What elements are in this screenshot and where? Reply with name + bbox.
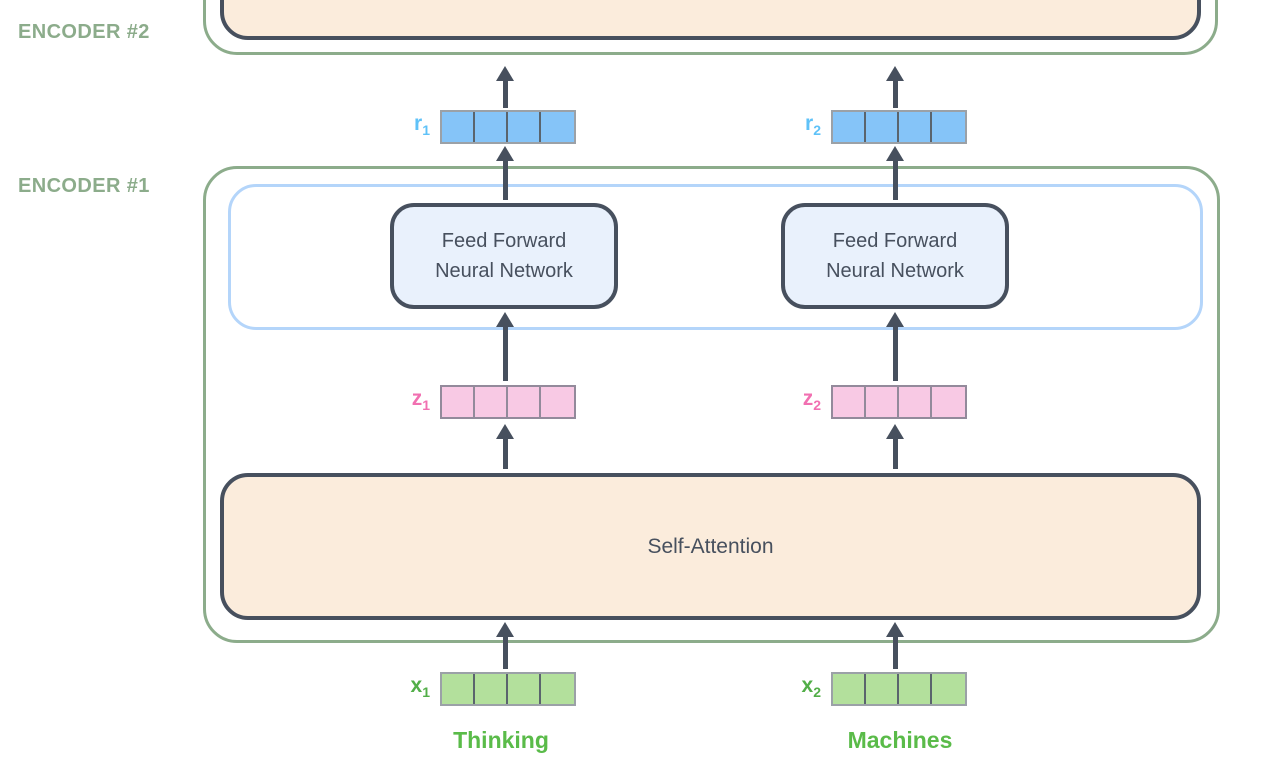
input-token-thinking: Thinking xyxy=(453,727,549,753)
ffnn-text-line2: Neural Network xyxy=(435,260,573,282)
vector-cell xyxy=(866,674,899,704)
encoder2-self-attention-box xyxy=(220,0,1201,40)
vector-cell xyxy=(866,112,899,142)
input-token-machines: Machines xyxy=(847,727,953,753)
vector-z1 xyxy=(440,385,576,419)
vector-cell xyxy=(899,674,932,704)
vector-label-z1: z1 xyxy=(370,387,430,413)
vector-cell xyxy=(475,112,508,142)
arrowhead-icon xyxy=(886,146,904,161)
vector-cell xyxy=(541,674,574,704)
vector-cell xyxy=(442,674,475,704)
vector-label-subscript: 1 xyxy=(422,122,430,139)
vector-cell xyxy=(866,387,899,417)
arrow-stem xyxy=(502,634,508,669)
encoder2-box xyxy=(203,0,1218,55)
arrow-stem xyxy=(892,436,898,469)
vector-cell xyxy=(541,387,574,417)
vector-cell xyxy=(833,112,866,142)
vector-r2 xyxy=(831,110,967,144)
vector-label-subscript: 2 xyxy=(813,122,821,139)
vector-cell xyxy=(508,674,541,704)
up-arrow-ffnn2-to-r2 xyxy=(886,146,904,200)
arrow-stem xyxy=(892,324,898,381)
encoder2-label: ENCODER #2 xyxy=(18,21,150,43)
up-arrow-z2-to-ffnn2 xyxy=(886,312,904,381)
vector-label-subscript: 2 xyxy=(813,397,821,414)
vector-label-subscript: 2 xyxy=(813,684,821,701)
arrowhead-icon xyxy=(496,622,514,637)
up-arrow-r1-to-encoder2 xyxy=(496,66,514,108)
vector-cell xyxy=(899,112,932,142)
vector-cell xyxy=(541,112,574,142)
arrowhead-icon xyxy=(496,66,514,81)
arrow-stem xyxy=(502,324,508,381)
up-arrow-r2-to-encoder2 xyxy=(886,66,904,108)
vector-cell xyxy=(508,112,541,142)
vector-label-x2: x2 xyxy=(761,674,821,700)
arrow-stem xyxy=(892,78,898,108)
up-arrow-z1-to-ffnn1 xyxy=(496,312,514,381)
vector-label-base: r xyxy=(414,112,423,135)
arrow-stem xyxy=(892,634,898,669)
vector-label-base: x xyxy=(801,674,814,697)
vector-label-z2: z2 xyxy=(761,387,821,413)
up-arrow-ffnn1-to-r1 xyxy=(496,146,514,200)
arrowhead-icon xyxy=(886,312,904,327)
arrow-stem xyxy=(502,436,508,469)
arrow-stem xyxy=(502,78,508,108)
vector-label-base: r xyxy=(805,112,814,135)
feed-forward-layer-panel xyxy=(228,184,1203,330)
ffnn-text-line1: Feed Forward xyxy=(832,230,958,252)
vector-r1 xyxy=(440,110,576,144)
vector-cell xyxy=(899,387,932,417)
vector-label-r2: r2 xyxy=(761,112,821,138)
arrowhead-icon xyxy=(496,146,514,161)
arrowhead-icon xyxy=(496,312,514,327)
arrow-stem xyxy=(892,158,898,200)
vector-cell xyxy=(508,387,541,417)
vector-label-base: z xyxy=(411,387,423,410)
up-arrow-x1-to-selfattn xyxy=(496,622,514,669)
vector-label-base: x xyxy=(410,674,423,697)
vector-cell xyxy=(833,387,866,417)
encoder1-box xyxy=(203,166,1220,643)
up-arrow-selfattn-to-z2 xyxy=(886,424,904,469)
up-arrow-x2-to-selfattn xyxy=(886,622,904,669)
vector-label-r1: r1 xyxy=(370,112,430,138)
self-attention-text: Self-Attention xyxy=(647,534,774,558)
arrowhead-icon xyxy=(886,424,904,439)
vector-z2 xyxy=(831,385,967,419)
encoder1-self-attention-box: Self-Attention xyxy=(220,473,1201,620)
vector-cell xyxy=(833,674,866,704)
ffnn-text-line1: Feed Forward xyxy=(441,230,567,252)
vector-label-x1: x1 xyxy=(370,674,430,700)
vector-cell xyxy=(932,387,965,417)
arrow-stem xyxy=(502,158,508,200)
vector-label-subscript: 1 xyxy=(422,684,430,701)
encoder1-label: ENCODER #1 xyxy=(18,175,150,197)
vector-label-subscript: 1 xyxy=(422,397,430,414)
vector-x2 xyxy=(831,672,967,706)
vector-cell xyxy=(442,112,475,142)
feed-forward-box-2: Feed Forward Neural Network xyxy=(781,203,1009,309)
feed-forward-box-1: Feed Forward Neural Network xyxy=(390,203,618,309)
arrowhead-icon xyxy=(886,622,904,637)
vector-label-base: z xyxy=(802,387,814,410)
up-arrow-selfattn-to-z1 xyxy=(496,424,514,469)
vector-cell xyxy=(475,674,508,704)
arrowhead-icon xyxy=(886,66,904,81)
ffnn-text-line2: Neural Network xyxy=(826,260,964,282)
vector-cell xyxy=(932,674,965,704)
vector-cell xyxy=(932,112,965,142)
vector-cell xyxy=(475,387,508,417)
arrowhead-icon xyxy=(496,424,514,439)
vector-cell xyxy=(442,387,475,417)
vector-x1 xyxy=(440,672,576,706)
